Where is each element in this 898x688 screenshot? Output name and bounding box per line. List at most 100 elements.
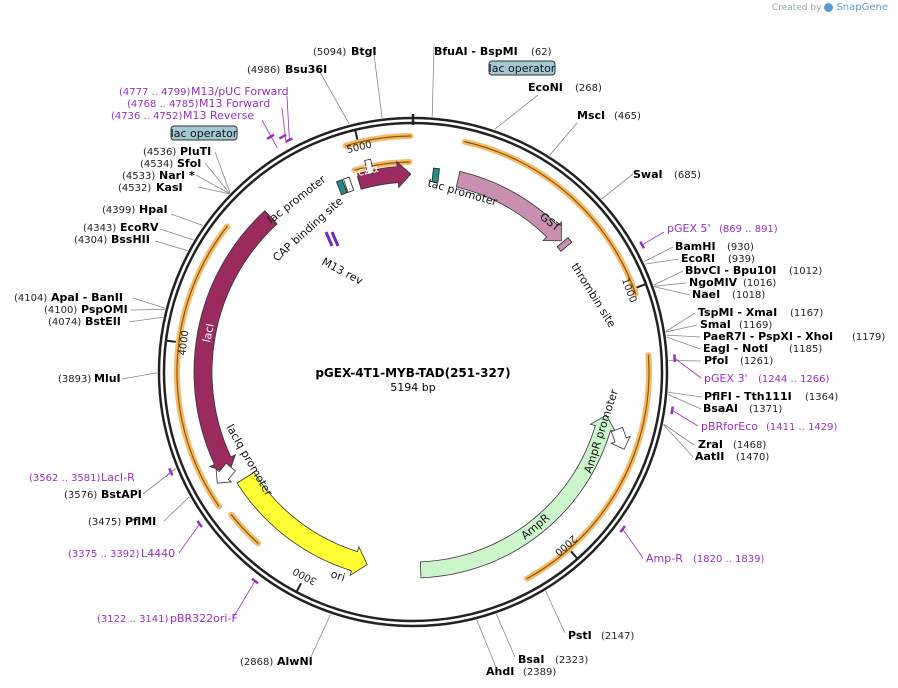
enzyme-leader-line	[128, 316, 164, 323]
enzyme-leader-line	[666, 336, 701, 350]
gst-feature[interactable]	[455, 170, 562, 242]
lacza-feature[interactable]	[356, 160, 412, 190]
enzyme-smai[interactable]: SmaI	[700, 318, 731, 331]
enzyme-tspmi-xmai[interactable]: TspMI - XmaI	[698, 306, 777, 319]
lac-operator-feature-left[interactable]	[335, 179, 348, 196]
primer-pgex-5[interactable]: pGEX 5'	[667, 222, 711, 235]
enzyme-bsu36i[interactable]: Bsu36I	[285, 63, 327, 76]
enzyme-bfuai-bspmi-pos: (62)	[531, 47, 552, 58]
enzyme-econi[interactable]: EcoNI	[528, 81, 563, 94]
enzyme-apai-banii[interactable]: ApaI - BanII	[51, 291, 123, 304]
enzyme-sfoi[interactable]: SfoI	[177, 157, 201, 170]
enzyme-mlui[interactable]: MluI	[94, 372, 121, 385]
enzyme-leader-line	[159, 228, 194, 241]
primer-site-mark[interactable]	[639, 241, 646, 249]
enzyme-kasi[interactable]: KasI	[156, 181, 183, 194]
laciq-promoter-feature[interactable]	[210, 461, 239, 490]
ampr-feature[interactable]	[419, 414, 617, 579]
ampr-promoter-feature[interactable]	[608, 426, 634, 453]
enzyme-paer7i-pspxi-xhoi[interactable]: PaeR7I - PspXI - XhoI	[703, 330, 833, 343]
primer-site-mark[interactable]	[266, 133, 275, 140]
enzyme-bamhi[interactable]: BamHI	[675, 240, 716, 253]
enzyme-pluti[interactable]: PluTI	[180, 145, 211, 158]
primer-site-mark[interactable]	[285, 137, 293, 144]
lac-promoter-feature[interactable]	[342, 176, 355, 193]
lac-operator-feature-top[interactable]	[431, 167, 440, 184]
enzyme-bsaai[interactable]: BsaAI	[703, 402, 738, 415]
ori-feature[interactable]	[236, 471, 368, 577]
enzyme-bbvci-bpu10i[interactable]: BbvCI - Bpu10I	[685, 264, 776, 277]
enzyme-bsshii[interactable]: BssHII	[111, 233, 150, 246]
enzyme-leader-line	[197, 186, 230, 195]
m13-rev-label: M13 rev	[320, 255, 366, 288]
enzyme-leader-line	[643, 246, 674, 262]
enzyme-ecori[interactable]: EcoRI	[681, 252, 715, 265]
primer-leader-line	[261, 119, 278, 149]
enzyme-psti[interactable]: PstI	[568, 629, 592, 642]
primer-site-mark[interactable]	[670, 406, 674, 415]
enzyme-btgi-pos: (5094)	[313, 47, 346, 58]
enzyme-bsai[interactable]: BsaI	[518, 653, 544, 666]
orf-line-arc	[353, 161, 411, 171]
laci-feature[interactable]	[193, 210, 278, 474]
enzyme-bstapi[interactable]: BstAPI	[101, 488, 142, 501]
enzyme-nari[interactable]: NarI *	[159, 169, 195, 182]
enzyme-naei[interactable]: NaeI	[692, 288, 720, 301]
enzyme-pfoi[interactable]: PfoI	[704, 354, 729, 367]
primer-leader-line	[641, 231, 665, 246]
lac-operator-box-top	[488, 60, 556, 76]
enzyme-leader-line	[601, 173, 634, 200]
enzyme-leader-line	[654, 282, 687, 287]
enzyme-pspomi[interactable]: PspOMI	[81, 303, 128, 316]
primer-m13-puc-forward-pos: (4777 .. 4799)	[119, 87, 191, 98]
enzyme-alwni[interactable]: AlwNI	[277, 655, 313, 668]
snapgene-logo-icon	[824, 3, 834, 12]
primer-m13-forward[interactable]: M13 Forward	[199, 97, 270, 110]
enzyme-bsteii[interactable]: BstEII	[85, 315, 121, 328]
primer-pbr322ori-f-pos: (3122 .. 3141)	[97, 614, 169, 625]
primer-l4440[interactable]: L4440	[141, 547, 175, 560]
primer-pbrforeco[interactable]: pBRforEco	[701, 420, 758, 433]
enzyme-bstapi-pos: (3576)	[64, 490, 97, 501]
primer-m13-puc-forward[interactable]: M13/pUC Forward	[191, 85, 289, 98]
enzyme-ahdi[interactable]: AhdI	[486, 665, 514, 678]
enzyme-eagi-noti[interactable]: EagI - NotI	[703, 342, 768, 355]
enzyme-pflmi[interactable]: PflMI	[125, 515, 156, 528]
primer-site-mark[interactable]	[251, 577, 259, 585]
primer-site-mark[interactable]	[168, 467, 174, 476]
enzyme-bfuai-bspmi[interactable]: BfuAI - BspMI	[434, 45, 518, 58]
thrombin-site-feature[interactable]	[556, 237, 573, 252]
enzyme-leader-line	[121, 372, 158, 380]
enzyme-msci[interactable]: MscI	[577, 109, 605, 122]
enzyme-hpai[interactable]: HpaI	[139, 203, 168, 216]
tac-promoter-feature[interactable]	[364, 158, 374, 175]
enzyme-pflmi-pos: (3475)	[88, 517, 121, 528]
enzyme-aatii[interactable]: AatII	[695, 450, 724, 463]
enzyme-leader-line	[666, 334, 701, 338]
plasmid-length: 5194 bp	[390, 381, 435, 394]
primer-site-mark[interactable]	[619, 525, 626, 533]
credit-prefix: Created by	[771, 2, 822, 13]
primer-laci-r[interactable]: LacI-R	[101, 471, 135, 484]
enzyme-msci-pos: (465)	[614, 111, 641, 122]
enzyme-pflfi-tth111i[interactable]: PflFI - Tth111I	[704, 390, 792, 403]
enzyme-swai[interactable]: SwaI	[633, 168, 663, 181]
enzyme-ecorv[interactable]: EcoRV	[120, 221, 159, 234]
enzyme-ahdi-pos: (2389)	[523, 667, 556, 678]
enzyme-ngomiv[interactable]: NgoMIV	[689, 276, 738, 289]
primer-pgex-3[interactable]: pGEX 3'	[704, 372, 748, 385]
m13-rev-feature[interactable]	[324, 231, 340, 247]
primer-site-mark[interactable]	[196, 520, 203, 528]
enzyme-hpai-pos: (4399)	[102, 205, 135, 216]
tick-label-1000: 1000	[619, 277, 638, 305]
enzyme-btgi[interactable]: BtgI	[351, 45, 377, 58]
enzyme-leader-line	[163, 496, 190, 522]
enzyme-kasi-pos: (4532)	[118, 183, 151, 194]
enzyme-bsshii-pos: (4304)	[74, 235, 107, 246]
primer-amp-r[interactable]: Amp-R	[646, 552, 683, 565]
enzyme-zrai[interactable]: ZraI	[698, 438, 723, 451]
primer-pbrforeco-pos: (1411 .. 1429)	[766, 422, 838, 433]
enzyme-bbvci-bpu10i-pos: (1012)	[789, 266, 822, 277]
primer-m13-reverse[interactable]: M13 Reverse	[183, 109, 254, 122]
primer-pbr322ori-f[interactable]: pBR322ori-F	[170, 612, 238, 625]
